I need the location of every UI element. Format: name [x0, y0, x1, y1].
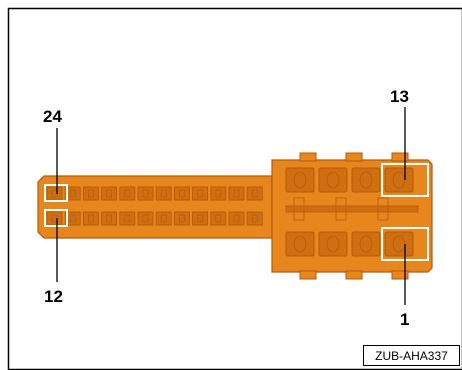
connector-icon	[37, 152, 433, 280]
pin-cavity	[155, 211, 172, 226]
pin-cavity-large	[384, 167, 414, 193]
pin-cavity	[228, 186, 245, 201]
pin-cavity	[64, 186, 81, 201]
pin-12-highlight	[44, 209, 68, 227]
reference-code: ZUB-AHA337	[375, 349, 448, 363]
pin-cavity-large	[384, 231, 414, 257]
center-latch	[285, 197, 419, 221]
pin-cavity	[64, 211, 81, 226]
pin-cavity	[246, 186, 263, 201]
pin-cavity	[210, 211, 227, 226]
pin-label-24: 24	[43, 107, 62, 126]
pin-label-12: 12	[44, 287, 63, 306]
pin-cavity	[137, 211, 154, 226]
pin-cavity	[210, 186, 227, 201]
pin-cavity	[228, 211, 245, 226]
pin-cavity	[137, 186, 154, 201]
latch-tab	[299, 270, 317, 280]
pin-cavity	[46, 186, 63, 201]
pin-cavity	[173, 211, 190, 226]
pin-cavity	[101, 211, 118, 226]
pin-cavity	[155, 186, 172, 201]
pin-cavity	[119, 211, 136, 226]
pin-label-1: 1	[400, 310, 409, 329]
latch-tab	[345, 152, 363, 162]
pin-cavity-large	[351, 231, 381, 257]
pin-cavity-large	[285, 231, 315, 257]
large-pin-rows	[285, 167, 414, 257]
pin-cavity	[192, 211, 209, 226]
pin-cavity-large	[351, 167, 381, 193]
connector-narrow-section	[37, 175, 273, 239]
pin-cavity	[119, 186, 136, 201]
pin-label-13: 13	[390, 87, 409, 106]
pin-cavity-large	[318, 231, 348, 257]
latch-tab	[345, 270, 363, 280]
small-pin-rows	[46, 186, 263, 226]
pin-cavity-large	[318, 167, 348, 193]
latch-tab	[391, 152, 409, 162]
latch-tab	[299, 152, 317, 162]
reference-code-box	[363, 345, 460, 366]
pin-cavity	[192, 186, 209, 201]
pin-24-highlight	[44, 184, 68, 202]
pin-cavity	[246, 211, 263, 226]
pin-cavity-large	[285, 167, 315, 193]
pin-cavity	[173, 186, 190, 201]
pin-cavity	[101, 186, 118, 201]
latch-tab	[391, 270, 409, 280]
pin-cavity	[82, 211, 99, 226]
pin-cavity	[46, 211, 63, 226]
pin-cavity	[82, 186, 99, 201]
